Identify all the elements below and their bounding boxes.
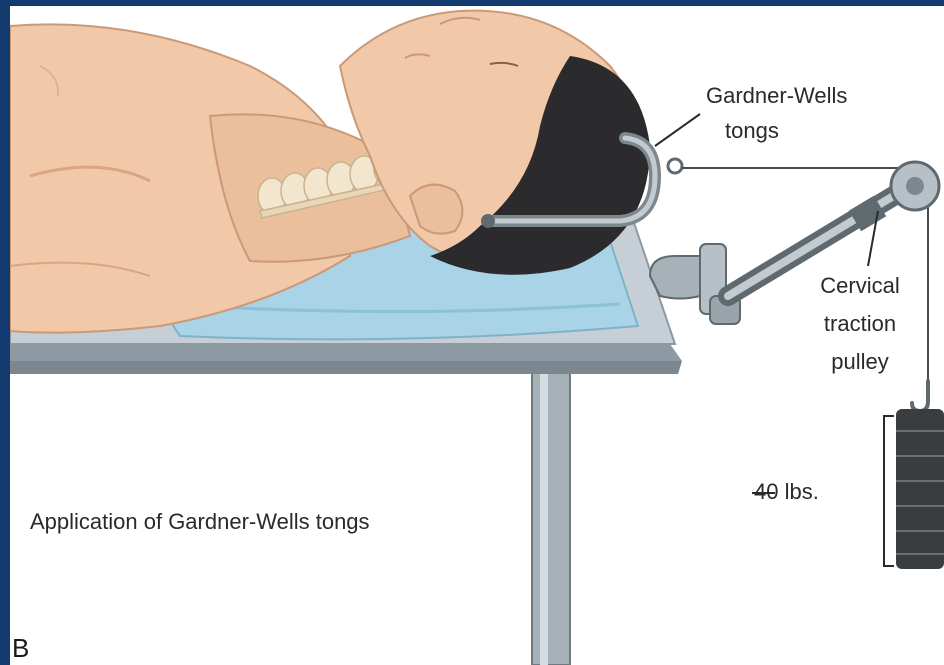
table-stand xyxy=(532,371,570,665)
figure-caption: Application of Gardner-Wells tongs xyxy=(30,508,370,536)
label-traction: traction xyxy=(780,310,940,338)
illustration-panel: Gardner-Wells tongs Cervical traction pu… xyxy=(10,6,944,665)
label-weight: 40 lbs. xyxy=(754,478,819,506)
traction-weight xyxy=(884,381,944,569)
label-cervical: Cervical xyxy=(780,272,940,300)
panel-letter: B xyxy=(12,634,29,662)
leader-lines xyxy=(655,114,878,493)
pulley-wheel xyxy=(891,162,939,210)
label-tongs: tongs xyxy=(725,117,779,145)
label-gardner-wells: Gardner-Wells xyxy=(706,82,847,110)
label-pulley: pulley xyxy=(780,348,940,376)
